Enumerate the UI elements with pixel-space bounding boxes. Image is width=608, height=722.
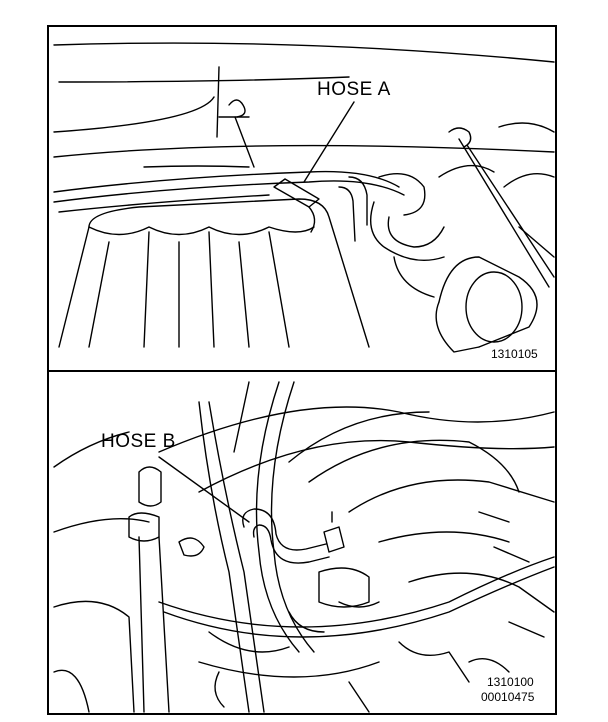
bottom-figure-code: 1310100	[487, 675, 534, 689]
bottom-panel: HOSE B 1310100 00010475	[49, 370, 555, 713]
hose-b-label: HOSE B	[101, 431, 176, 452]
diagram-frame: HOSE A 1310105	[47, 25, 557, 715]
hose-a-label: HOSE A	[317, 79, 391, 100]
document-code: 00010475	[481, 690, 535, 704]
top-panel: HOSE A 1310105	[49, 27, 555, 370]
engine-bay-drawing-top	[53, 42, 555, 353]
top-figure-code: 1310105	[491, 347, 538, 361]
engine-bay-drawing-bottom	[53, 381, 555, 713]
